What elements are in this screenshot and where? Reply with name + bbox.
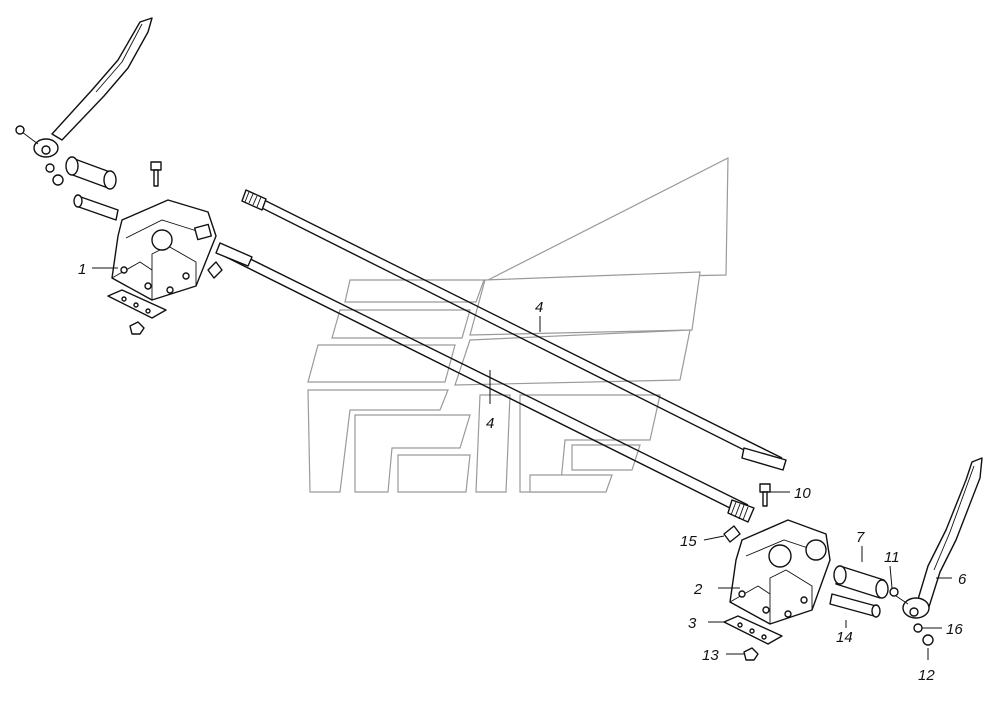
callout-10: 10 [794,485,811,502]
nut-left [129,321,145,335]
pin-left [73,194,119,221]
lever-left [15,17,153,158]
clip-right [723,525,741,543]
leader-lines [92,267,952,660]
bolt-right [759,483,771,507]
rod-upper [241,189,787,471]
sleeve-left [65,156,117,190]
callout-4-upper: 4 [535,299,543,316]
callout-4-lower: 4 [486,415,494,432]
bracket-right [729,519,831,625]
callout-7: 7 [856,529,865,546]
nut-right-small [922,634,934,646]
plate-right [723,615,783,645]
callouts: 1 2 3 4 4 6 7 10 11 12 13 14 15 16 [78,261,967,684]
clip-left [207,261,223,279]
callout-15: 15 [680,533,697,550]
nut-right [743,647,759,661]
watermark-logo [307,157,729,493]
washer-right [913,623,923,633]
callout-16: 16 [946,621,963,638]
callout-11: 11 [884,549,900,566]
callout-6: 6 [958,571,967,588]
callout-14: 14 [836,629,853,646]
callout-3: 3 [688,615,697,632]
bracket-left [111,199,217,301]
pin-right [829,593,881,618]
callout-2: 2 [693,581,703,598]
nut-left-a [52,174,64,186]
rod-lower [215,242,755,523]
callout-12: 12 [918,667,935,684]
bolt-left [150,161,162,187]
plate-left [107,289,167,319]
sleeve-right [833,565,889,599]
callout-13: 13 [702,647,719,664]
washer-left-a [45,163,55,173]
lever-right [889,457,983,619]
callout-1: 1 [78,261,86,278]
